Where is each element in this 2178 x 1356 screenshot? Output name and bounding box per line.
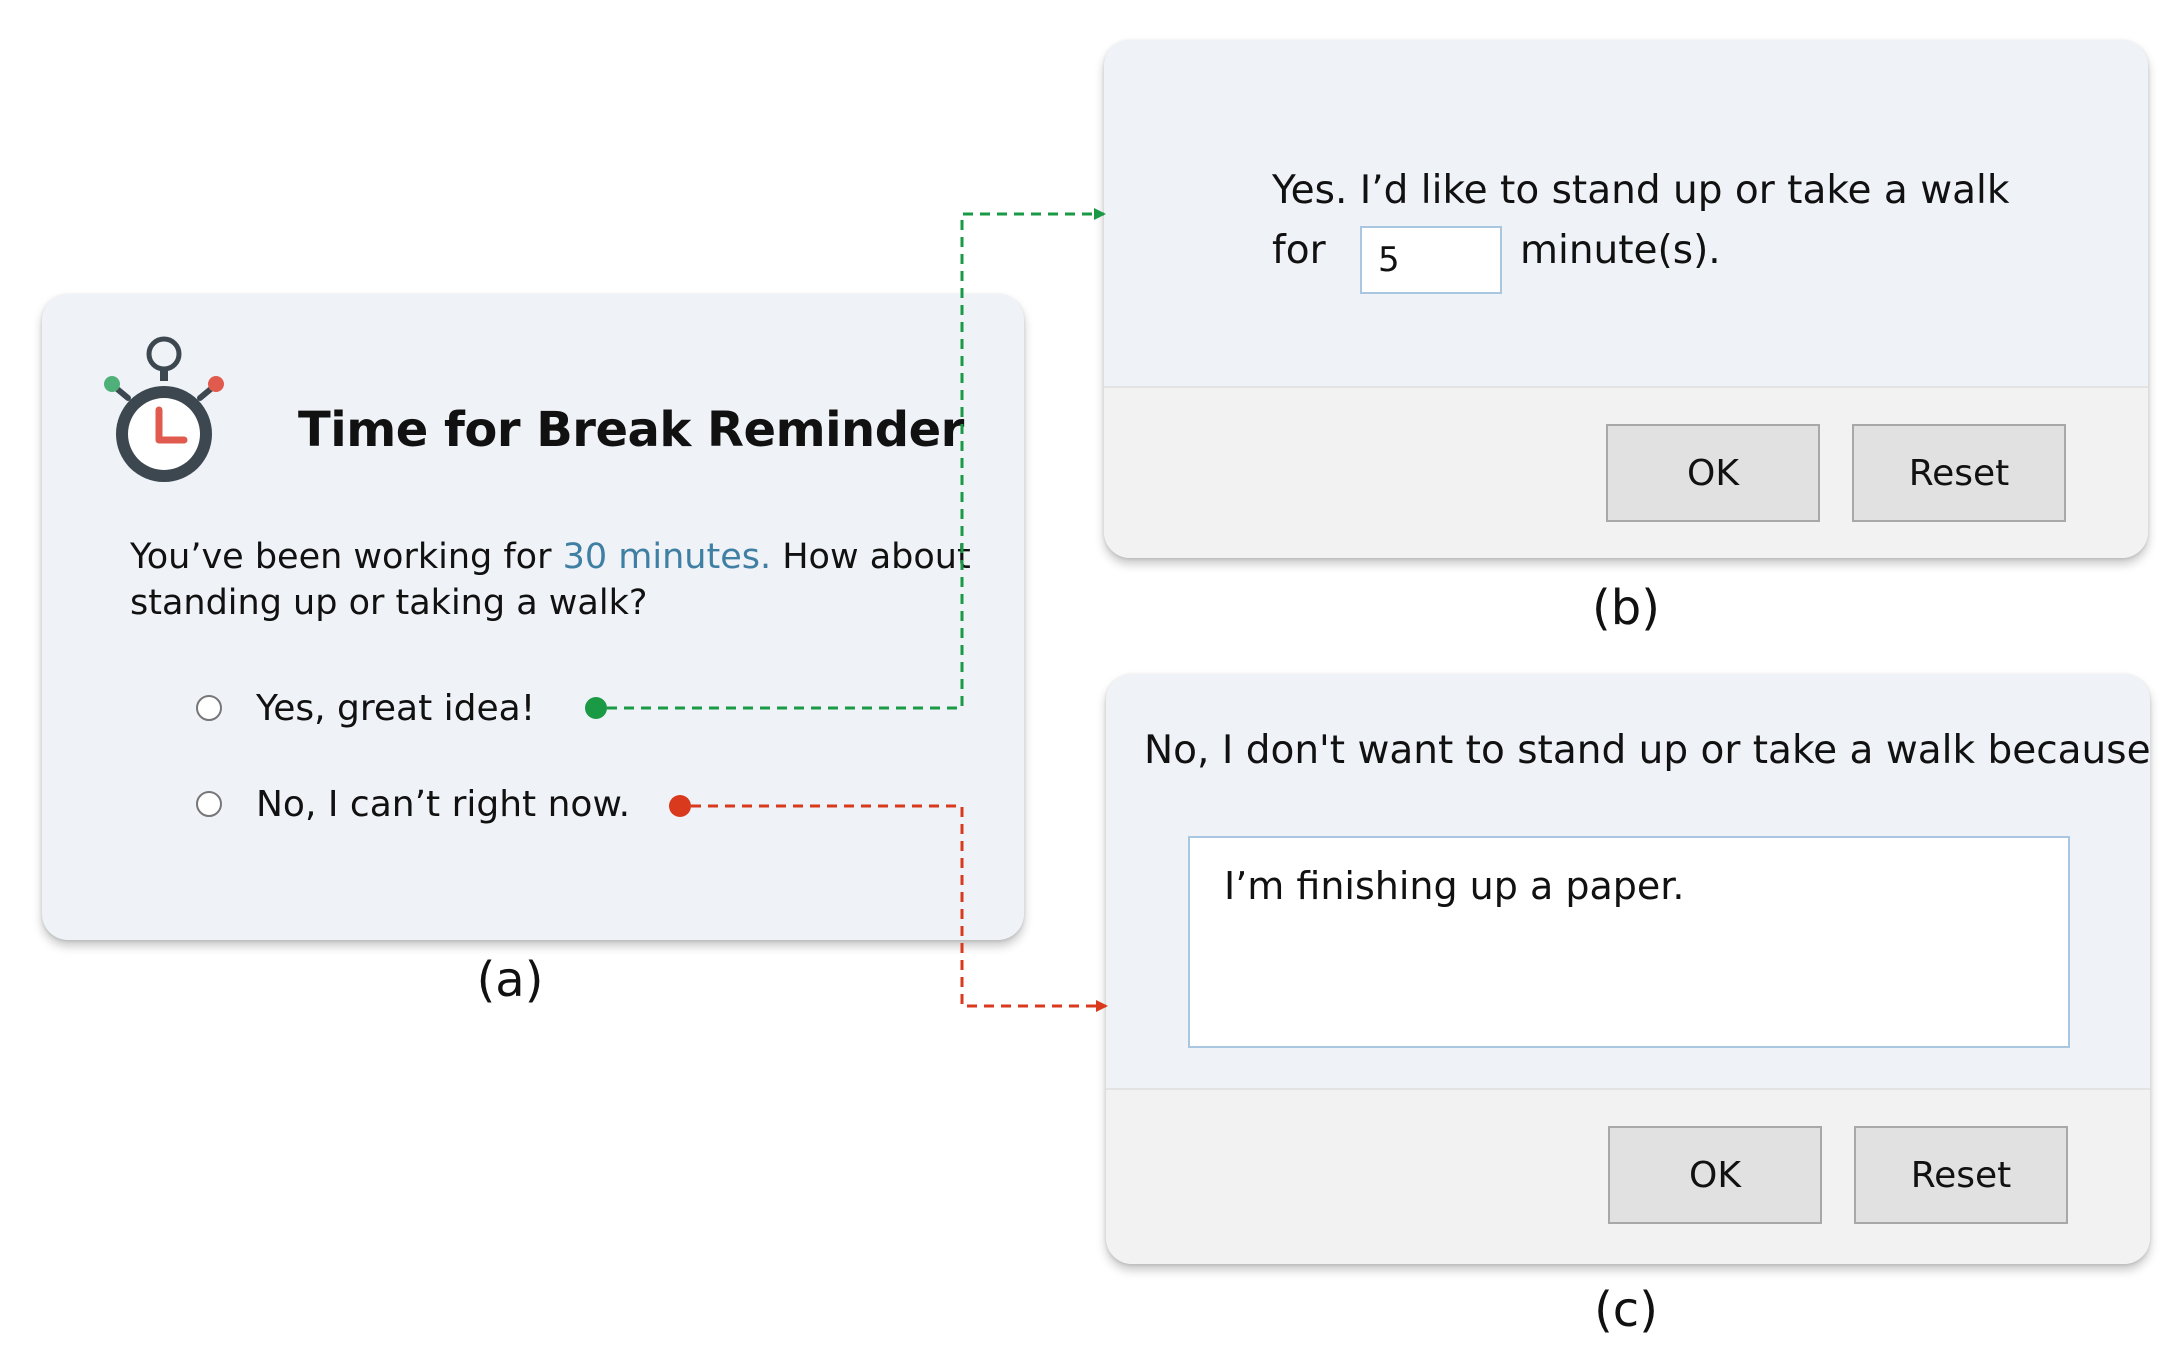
yes-followup-dialog: Yes. I’d like to stand up or take a walk… [1104, 40, 2148, 558]
yes-question: Yes. I’d like to stand up or take a walk [1272, 168, 2010, 213]
caption-b: (b) [1592, 580, 1660, 636]
message-prefix: You’ve been working for [130, 537, 563, 577]
option-no-label: No, I can’t right now. [256, 783, 631, 825]
option-no[interactable]: No, I can’t right now. [196, 780, 630, 828]
dialog-footer: OK Reset [1106, 1088, 2150, 1264]
dialog-message: You’ve been working for 30 minutes. How … [130, 534, 1000, 626]
minutes-input[interactable] [1360, 226, 1502, 294]
ok-button[interactable]: OK [1606, 424, 1820, 522]
reason-textarea[interactable]: I’m finishing up a paper. [1188, 836, 2070, 1048]
stopwatch-icon [104, 336, 224, 482]
ok-button[interactable]: OK [1608, 1126, 1822, 1224]
dialog-title: Time for Break Reminder [298, 402, 964, 458]
elapsed-time: 30 minutes. [562, 537, 772, 577]
no-question: No, I don't want to stand up or take a w… [1144, 728, 2150, 773]
reset-button[interactable]: Reset [1854, 1126, 2068, 1224]
radio-no[interactable] [196, 791, 222, 817]
dialog-footer: OK Reset [1104, 386, 2148, 558]
break-reminder-dialog: Time for Break Reminder You’ve been work… [42, 294, 1024, 940]
option-yes-label: Yes, great idea! [256, 687, 536, 729]
radio-yes[interactable] [196, 695, 222, 721]
caption-c: (c) [1594, 1282, 1658, 1338]
minutes-unit-label: minute(s). [1520, 228, 1721, 273]
for-label: for [1272, 228, 1326, 273]
reset-button[interactable]: Reset [1852, 424, 2066, 522]
no-followup-dialog: No, I don't want to stand up or take a w… [1106, 674, 2150, 1264]
caption-a: (a) [476, 952, 544, 1008]
option-yes[interactable]: Yes, great idea! [196, 684, 535, 732]
